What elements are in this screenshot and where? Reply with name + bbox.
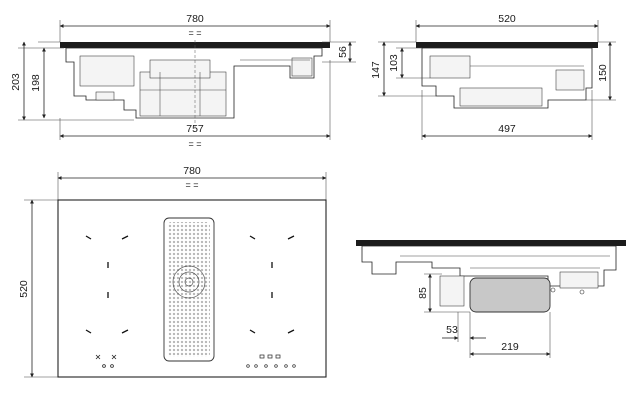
front-equal-bottom-label: = =: [188, 139, 201, 149]
cooking-zone-front-right: [249, 235, 295, 334]
front-equal-top-label: = =: [188, 28, 201, 38]
front-side-module: [291, 57, 313, 77]
detail-rear-module: [559, 271, 599, 289]
side-view: 520 147 103 150 497: [370, 13, 616, 140]
grille-perforation: [168, 222, 210, 357]
filter-length-label: 219: [501, 341, 519, 353]
side-inner-height-label: 103: [388, 54, 400, 72]
grease-filter: [469, 277, 551, 313]
side-bottom-width-label: 497: [498, 123, 516, 135]
detail-glass-plate: [356, 240, 626, 246]
front-fan-housing: [149, 59, 211, 79]
side-electronics: [429, 55, 471, 79]
cooking-zone-front-left: [85, 235, 129, 334]
side-width-label: 520: [498, 13, 516, 25]
side-glass-plate: [416, 42, 598, 48]
side-right-height-label: 150: [597, 64, 609, 82]
front-motor-unit: [139, 71, 227, 117]
side-motor-unit: [459, 87, 543, 107]
offset-label: 53: [446, 324, 458, 336]
detail-view: 85 53 219: [356, 240, 626, 358]
top-equal-label: = =: [185, 180, 198, 190]
detail-motor-block: [439, 275, 465, 307]
front-connector: [95, 91, 115, 101]
fan-ring-inner: [178, 271, 200, 293]
front-body-height-label: 198: [30, 74, 42, 92]
top-depth-label: 520: [18, 280, 30, 298]
side-rear-module: [555, 69, 585, 91]
front-total-height-label: 203: [10, 73, 22, 91]
front-view: 780 = = 203 198 56 757 = =: [10, 13, 356, 149]
right-controls: [246, 354, 296, 368]
front-plate-height-label: 56: [337, 46, 349, 58]
fan-ring-outer: [172, 265, 206, 299]
side-outer-height-label: 147: [370, 61, 382, 79]
front-bottom-width-label: 757: [186, 123, 204, 135]
filter-height-label: 85: [417, 287, 429, 299]
fan-center: [184, 277, 194, 287]
top-view: 780 = = 520: [18, 165, 327, 378]
top-width-label: 780: [183, 165, 201, 177]
front-width-label: 780: [186, 13, 204, 25]
left-controls: [95, 354, 117, 368]
front-electronics-box: [79, 55, 135, 87]
